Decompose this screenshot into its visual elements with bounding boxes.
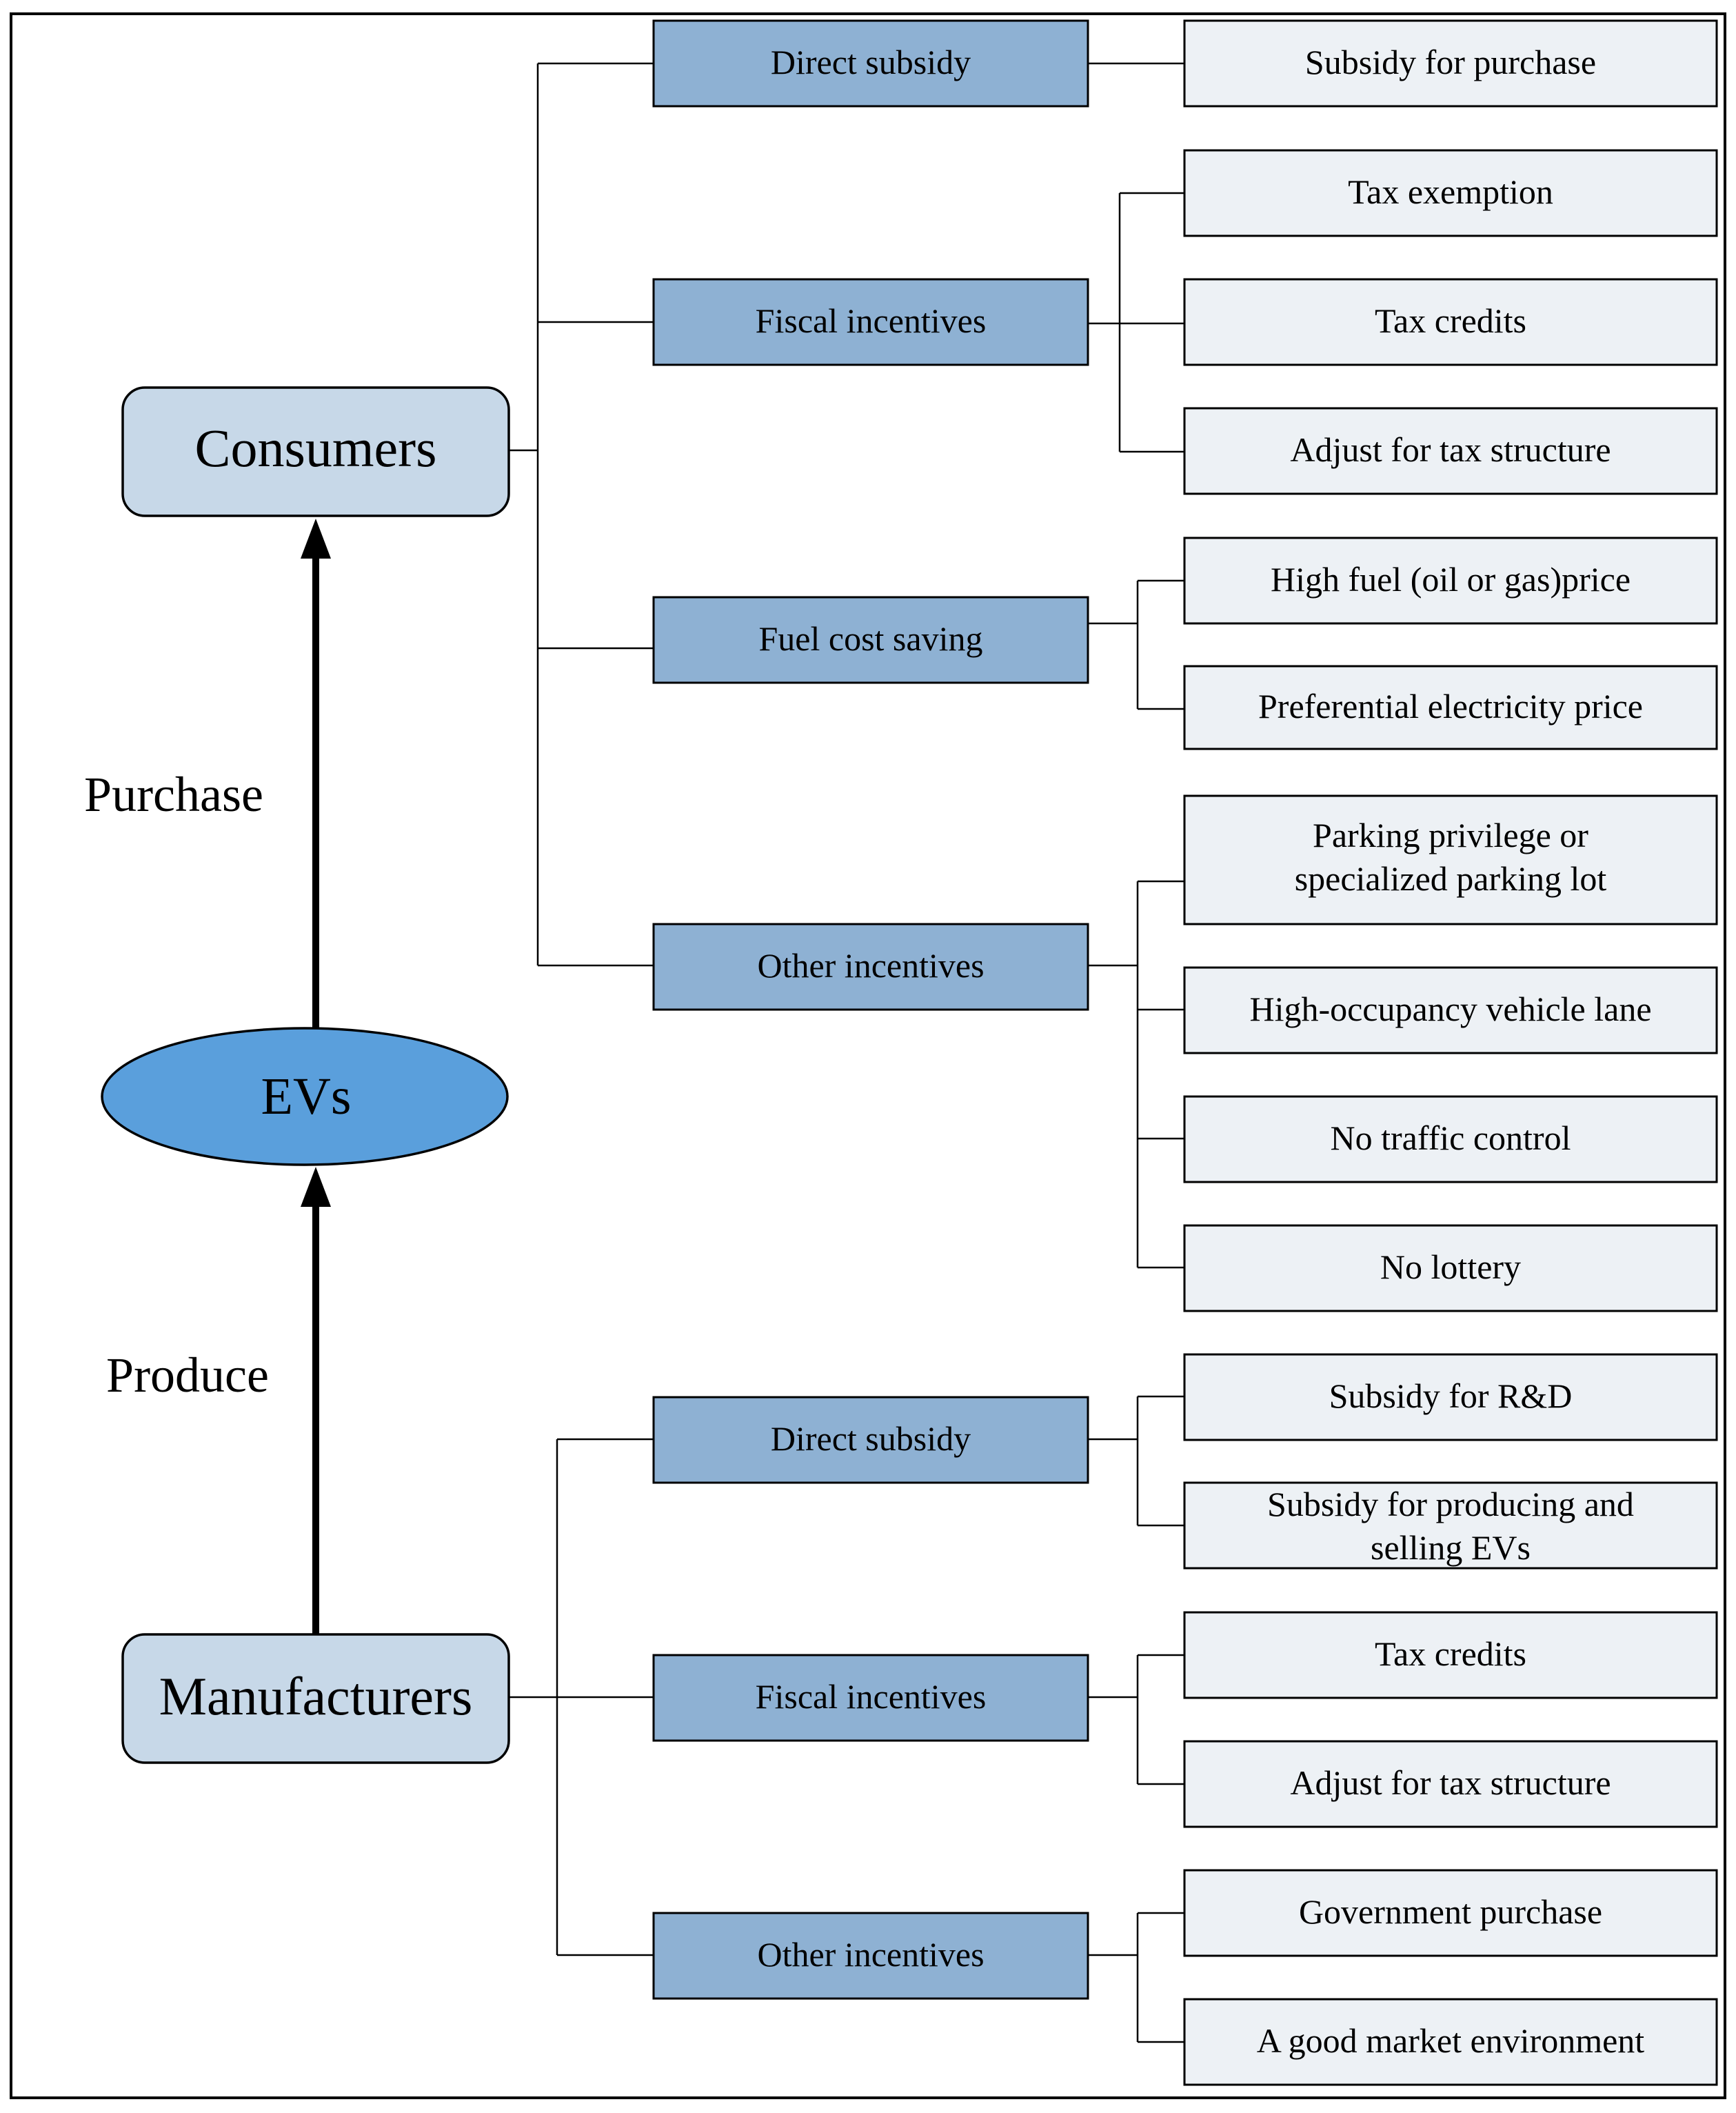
category-label: Other incentives (757, 1935, 984, 1974)
category-fiscal-incentives: Fiscal incentives (652, 278, 1089, 366)
category-fiscal-incentives: Fiscal incentives (652, 1654, 1089, 1742)
leaf-preferential-electricity-price: Preferential electricity price (1183, 665, 1718, 750)
leaf-label-line: Subsidy for producing and (1267, 1485, 1634, 1523)
leaf-label-line: selling EVs (1371, 1528, 1531, 1567)
manufacturers-connectors (509, 1395, 1184, 2043)
category-label: Direct subsidy (771, 1419, 971, 1458)
diagram-frame (10, 12, 1726, 2099)
leaf-label: High-occupancy vehicle lane (1249, 990, 1651, 1028)
leaf-label: A good market environment (1257, 2021, 1644, 2060)
leaf-label: Preferential electricity price (1258, 687, 1643, 725)
leaf-market-environment: A good market environment (1183, 1998, 1718, 2086)
category-direct-subsidy: Direct subsidy (652, 19, 1089, 108)
category-label: Fiscal incentives (756, 1677, 987, 1716)
leaf-label-multiline: Subsidy for producing and selling EVs (1267, 1485, 1634, 1567)
purchase-label: Purchase (84, 767, 263, 822)
leaf-label: Adjust for tax structure (1290, 1763, 1611, 1802)
leaf-label: Adjust for tax structure (1290, 430, 1611, 469)
produce-arrow (301, 1167, 331, 1636)
category-other-incentives: Other incentives (652, 923, 1089, 1011)
leaf-label-multiline: Parking privilege or specialized parking … (1295, 816, 1607, 898)
ev-label: EVs (261, 1068, 352, 1125)
leaf-adjust-tax-structure: Adjust for tax structure (1183, 1740, 1718, 1828)
leaf-high-fuel-price: High fuel (oil or gas)price (1183, 537, 1718, 625)
leaf-label-line: specialized parking lot (1295, 859, 1607, 898)
consumers-node: Consumers (121, 386, 510, 517)
leaf-subsidy-producing-selling: Subsidy for producing and selling EVs (1183, 1481, 1718, 1570)
category-other-incentives: Other incentives (652, 1912, 1089, 2000)
leaf-government-purchase: Government purchase (1183, 1869, 1718, 1957)
category-direct-subsidy: Direct subsidy (652, 1396, 1089, 1484)
leaf-parking-privilege: Parking privilege or specialized parking … (1183, 794, 1718, 925)
manufacturers-categories: Direct subsidy Fiscal incentives Other i… (652, 1396, 1089, 2000)
leaf-tax-exemption: Tax exemption (1183, 149, 1718, 237)
leaf-label: Tax credits (1375, 301, 1526, 340)
purchase-arrow (301, 519, 331, 1029)
leaf-no-lottery: No lottery (1183, 1224, 1718, 1312)
leaf-label: Subsidy for R&D (1329, 1376, 1573, 1415)
leaf-label: No lottery (1380, 1248, 1521, 1286)
category-label: Other incentives (757, 946, 984, 985)
leaf-adjust-tax-structure: Adjust for tax structure (1183, 407, 1718, 495)
ev-node: EVs (101, 1027, 509, 1166)
consumers-label: Consumers (195, 418, 437, 478)
leaf-subsidy-rd: Subsidy for R&D (1183, 1353, 1718, 1441)
consumers-connectors (509, 62, 1184, 1269)
consumers-leaves: Subsidy for purchase Tax exemption Tax c… (1183, 19, 1718, 1312)
consumers-categories: Direct subsidy Fiscal incentives Fuel co… (652, 19, 1089, 1011)
leaf-tax-credits: Tax credits (1183, 278, 1718, 366)
leaf-label: Tax credits (1375, 1634, 1526, 1673)
leaf-label: No traffic control (1331, 1119, 1571, 1157)
category-label: Fuel cost saving (759, 619, 983, 658)
leaf-hov-lane: High-occupancy vehicle lane (1183, 966, 1718, 1054)
leaf-subsidy-for-purchase: Subsidy for purchase (1183, 19, 1718, 108)
manufacturers-node: Manufacturers (121, 1633, 510, 1764)
leaf-tax-credits: Tax credits (1183, 1611, 1718, 1699)
leaf-no-traffic-control: No traffic control (1183, 1095, 1718, 1183)
category-label: Direct subsidy (771, 43, 971, 81)
manufacturers-label: Manufacturers (159, 1666, 473, 1726)
manufacturers-leaves: Subsidy for R&D Subsidy for producing an… (1183, 1353, 1718, 2086)
leaf-label: Subsidy for purchase (1305, 43, 1596, 81)
leaf-label: High fuel (oil or gas)price (1271, 560, 1631, 599)
leaf-label-line: Parking privilege or (1313, 816, 1588, 854)
leaf-label: Tax exemption (1348, 172, 1553, 211)
produce-label: Produce (106, 1348, 269, 1403)
category-label: Fiscal incentives (756, 301, 987, 340)
category-fuel-cost-saving: Fuel cost saving (652, 596, 1089, 684)
leaf-label: Government purchase (1299, 1892, 1602, 1931)
